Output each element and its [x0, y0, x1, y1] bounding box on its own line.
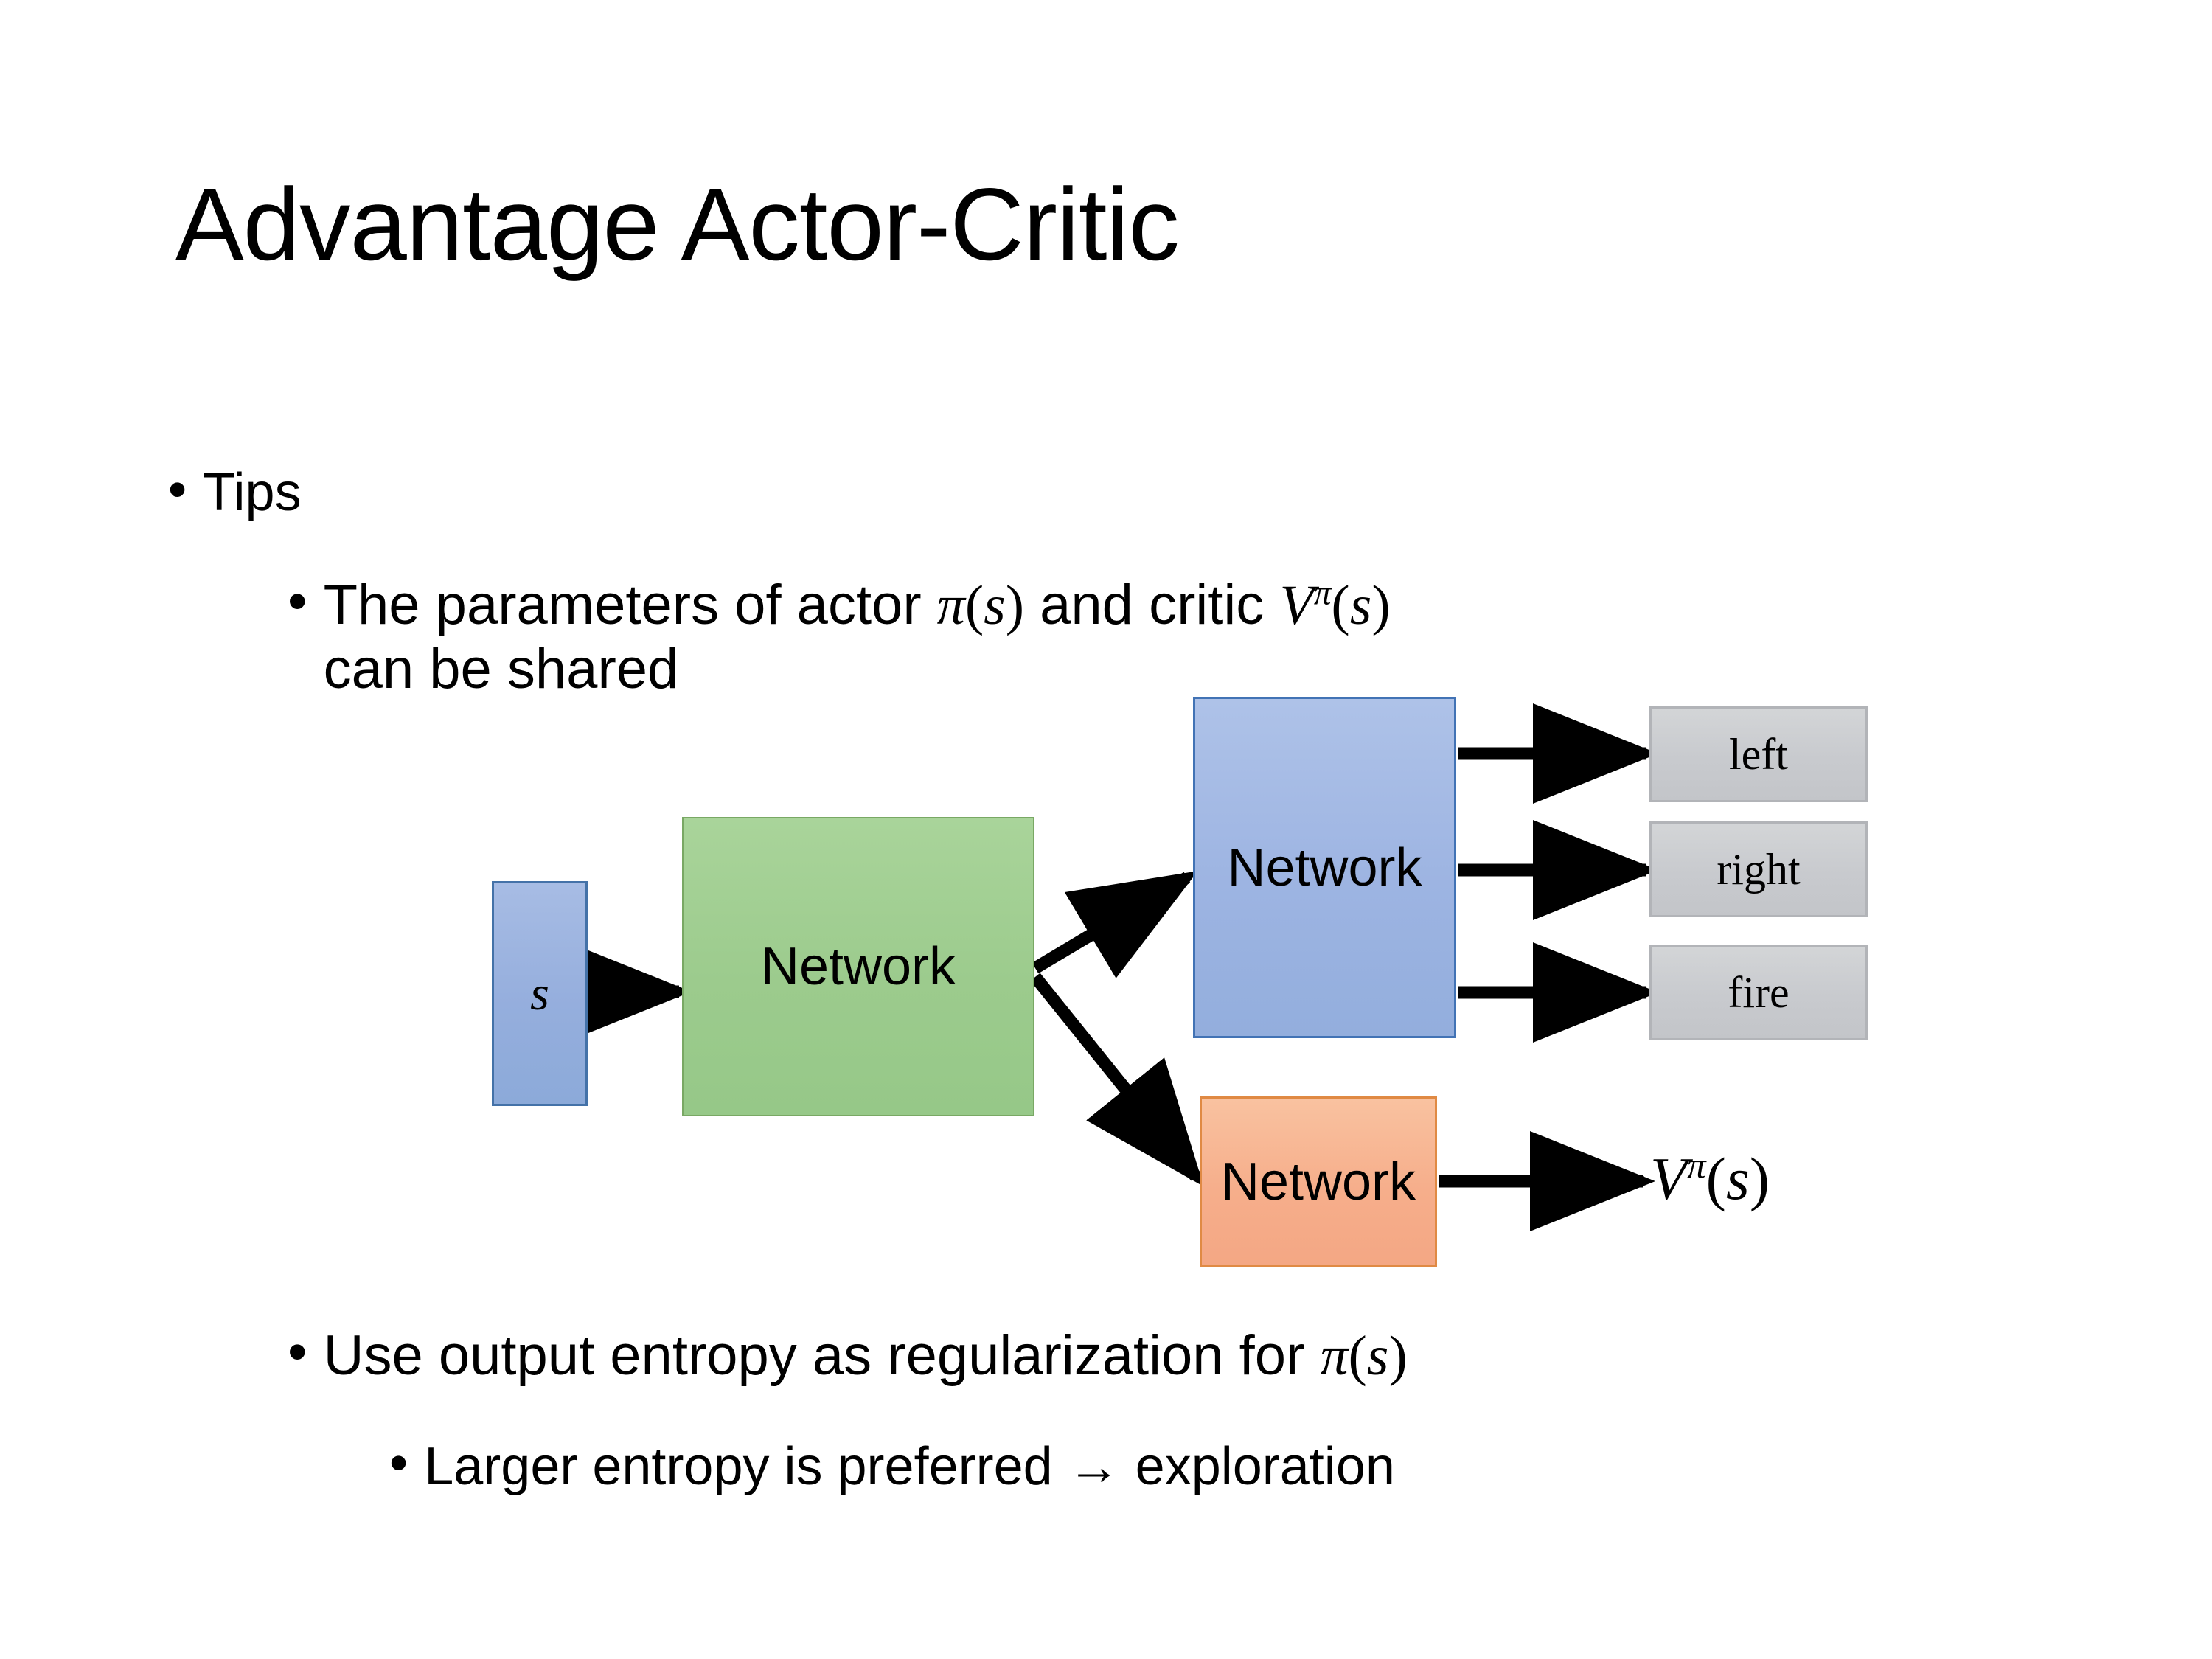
shared-network-box[interactable]: Network — [682, 817, 1034, 1116]
bullet-tips: • Tips — [168, 463, 1200, 523]
value-argument: (s) — [1705, 1145, 1770, 1212]
bullet-tips-label: Tips — [203, 463, 302, 522]
bullet-marker: • — [288, 1321, 307, 1383]
action-box-right[interactable]: right — [1649, 821, 1868, 917]
entropy-text-pre: Use output entropy as regularization for — [323, 1324, 1321, 1387]
math-pi-of-s: π(s) — [1320, 1325, 1408, 1387]
action-label-fire: fire — [1728, 967, 1790, 1017]
value-superscript: π — [1687, 1144, 1706, 1186]
state-input-label: s — [530, 966, 549, 1020]
bullet-output-entropy: • Use output entropy as regularization f… — [288, 1324, 2057, 1388]
action-box-left[interactable]: left — [1649, 706, 1868, 802]
math-pi-of-s: π(s) — [936, 574, 1025, 636]
bullet-marker: • — [389, 1433, 408, 1492]
bullet-larger-entropy-label: Larger entropy is preferred → exploratio… — [424, 1437, 1395, 1496]
params-text-mid: and critic — [1024, 574, 1280, 636]
params-text-pre: The parameters of actor — [323, 574, 937, 636]
params-text-line2: can be shared — [323, 637, 679, 700]
value-function-output-label: Vπ(s) — [1650, 1144, 1770, 1214]
arrow-shared-to-critic — [1030, 973, 1204, 1187]
actor-network-box[interactable]: Network — [1193, 697, 1456, 1038]
bullet-output-entropy-text: Use output entropy as regularization for… — [324, 1324, 2057, 1388]
page-title: Advantage Actor-Critic — [175, 167, 1180, 282]
bullet-shared-parameters-text: The parameters of actor π(s) and critic … — [324, 574, 2013, 701]
bullet-marker: • — [288, 570, 307, 633]
action-box-fire[interactable]: fire — [1649, 945, 1868, 1040]
value-base: V — [1650, 1145, 1688, 1212]
actor-network-label: Network — [1227, 838, 1422, 897]
math-v-pi-of-s: Vπ(s) — [1279, 574, 1391, 636]
action-label-right: right — [1717, 844, 1801, 894]
state-input-box[interactable]: s — [492, 881, 588, 1106]
bullet-larger-entropy: • Larger entropy is preferred → explorat… — [389, 1436, 2085, 1497]
action-label-left: left — [1729, 729, 1788, 779]
arrow-shared-to-actor — [1032, 871, 1198, 978]
shared-network-label: Network — [760, 937, 956, 996]
bullet-marker: • — [168, 460, 187, 519]
critic-network-label: Network — [1220, 1152, 1416, 1211]
critic-network-box[interactable]: Network — [1200, 1096, 1437, 1267]
bullet-shared-parameters: • The parameters of actor π(s) and criti… — [288, 574, 2013, 701]
